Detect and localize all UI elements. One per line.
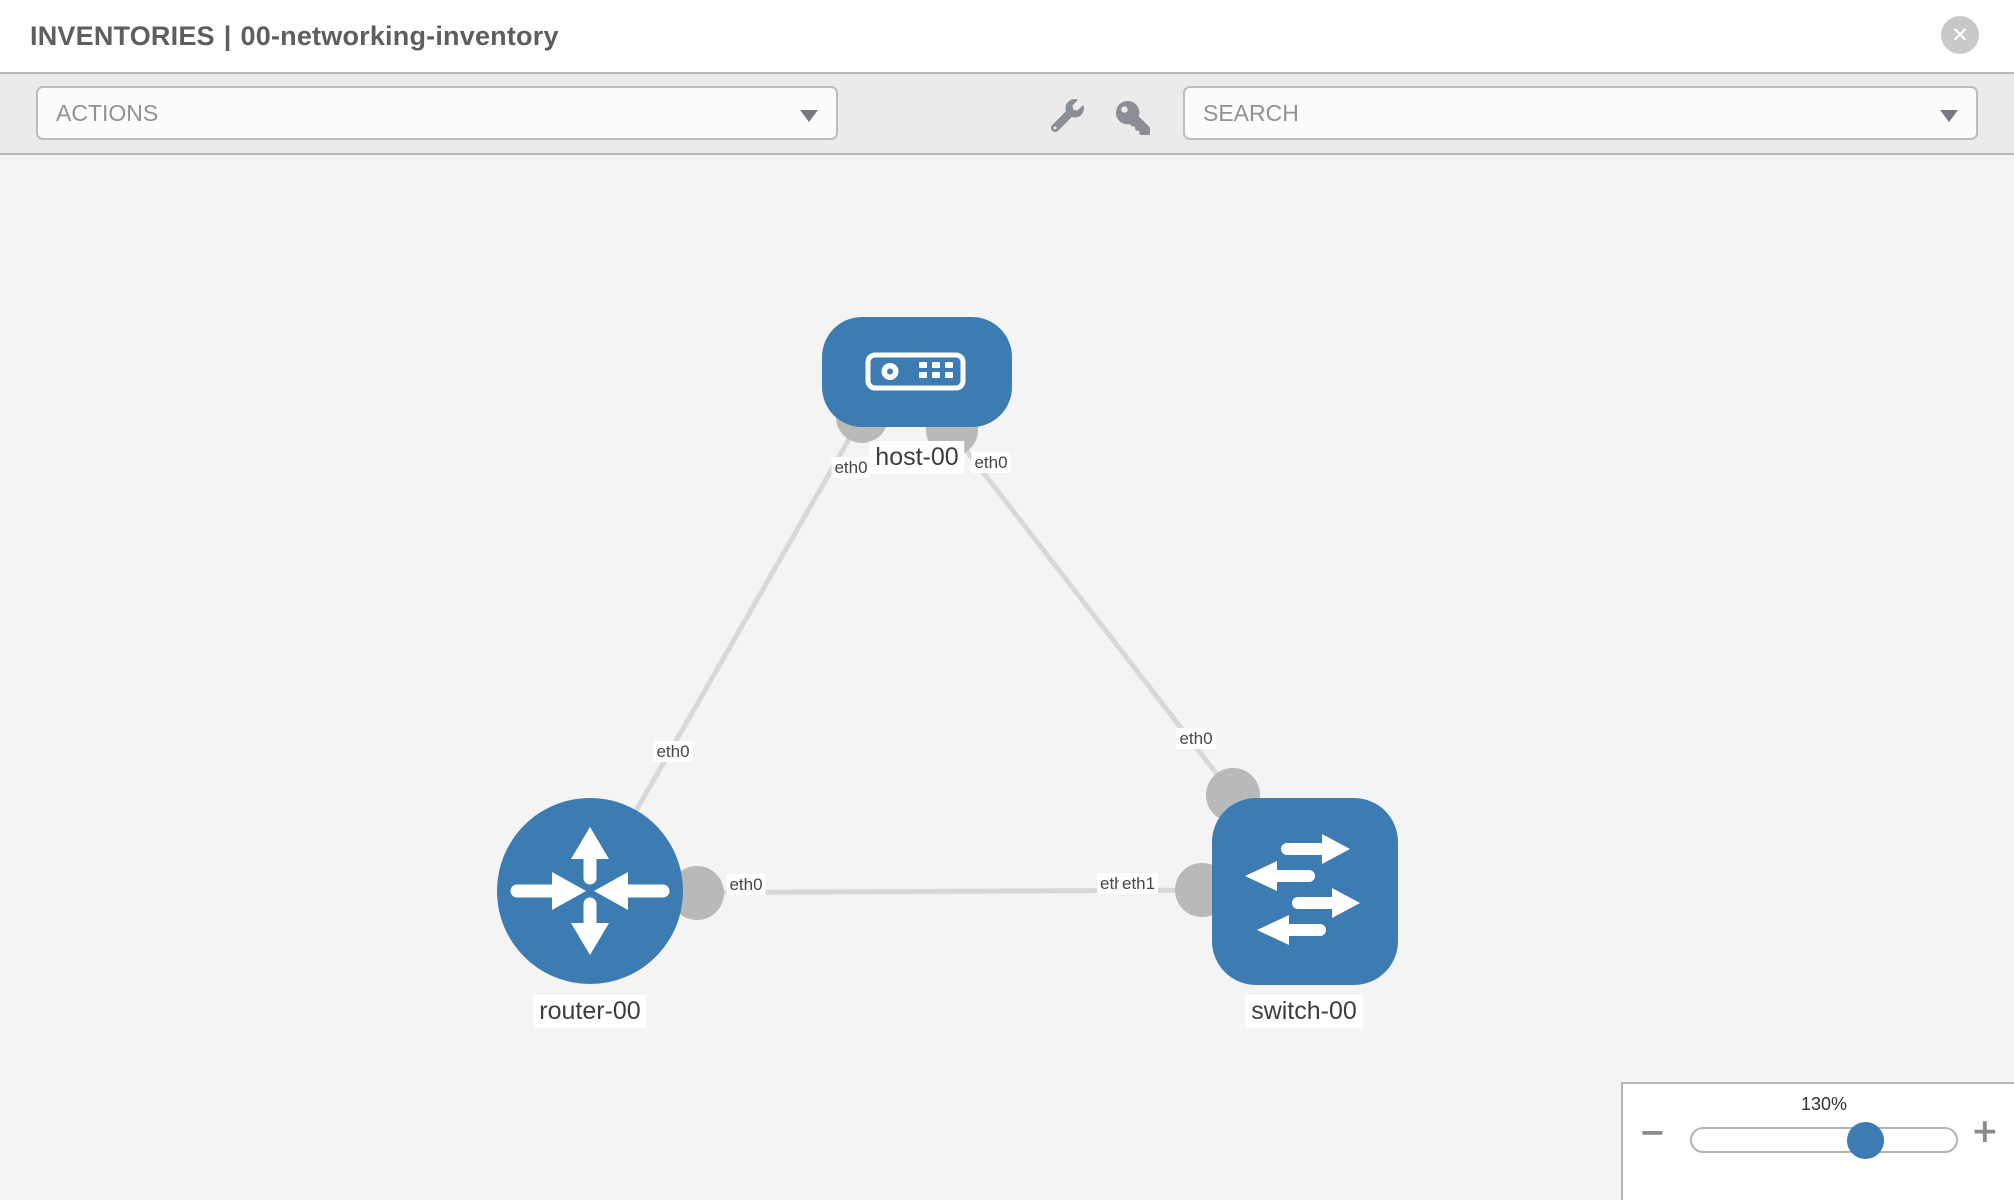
inventory-name: 00-networking-inventory — [240, 20, 559, 51]
iface-label-router-eth0-uplink: eth0 — [653, 741, 693, 762]
iface-label-router-eth0: eth0 — [726, 874, 766, 895]
search-dropdown-label: SEARCH — [1203, 99, 1299, 126]
topology-canvas[interactable] — [0, 155, 2014, 1200]
iface-label-host-eth0-right: eth0 — [971, 452, 1011, 473]
zoom-slider-thumb[interactable] — [1847, 1122, 1884, 1159]
close-icon[interactable]: ✕ — [1941, 16, 1979, 54]
window-header: INVENTORIES | 00-networking-inventory ✕ — [0, 0, 2014, 72]
zoom-slider-track[interactable] — [1690, 1122, 1958, 1159]
node-switch-00[interactable] — [1212, 798, 1398, 985]
chevron-down-icon — [800, 110, 818, 122]
switch-icon — [1245, 834, 1360, 945]
actions-dropdown-label: ACTIONS — [56, 99, 159, 126]
chevron-down-icon — [1940, 110, 1958, 122]
breadcrumb-section: INVENTORIES — [30, 20, 215, 51]
zoom-control-panel: 130% − + — [1621, 1082, 2014, 1200]
router-icon — [510, 827, 670, 955]
zoom-level-value: 130% — [1800, 1094, 1848, 1114]
wrench-icon[interactable] — [1051, 99, 1084, 132]
node-router-00[interactable] — [497, 798, 683, 984]
iface-label-host-eth0-left: eth0 — [831, 457, 871, 478]
node-host-00[interactable] — [822, 317, 1012, 427]
zoom-in-button[interactable]: + — [1971, 1111, 1999, 1150]
breadcrumb-separator: | — [223, 20, 232, 51]
endpoint-router-eth0 — [670, 866, 724, 920]
host-icon — [865, 352, 966, 391]
page-title: INVENTORIES | 00-networking-inventory — [30, 0, 568, 72]
actions-dropdown[interactable]: ACTIONS — [36, 86, 838, 140]
search-dropdown[interactable]: SEARCH — [1183, 86, 1978, 140]
toolbar: ACTIONS SEARCH — [0, 72, 2014, 155]
node-label-host-00: host-00 — [869, 441, 965, 474]
iface-label-switch-eth0: eth0 — [1176, 728, 1216, 749]
node-label-router-00: router-00 — [533, 995, 647, 1028]
iface-label-switch-eth1: eth1 — [1119, 873, 1159, 894]
zoom-out-button[interactable]: − — [1639, 1113, 1666, 1151]
key-icon[interactable] — [1116, 101, 1150, 135]
node-label-switch-00: switch-00 — [1245, 995, 1363, 1028]
